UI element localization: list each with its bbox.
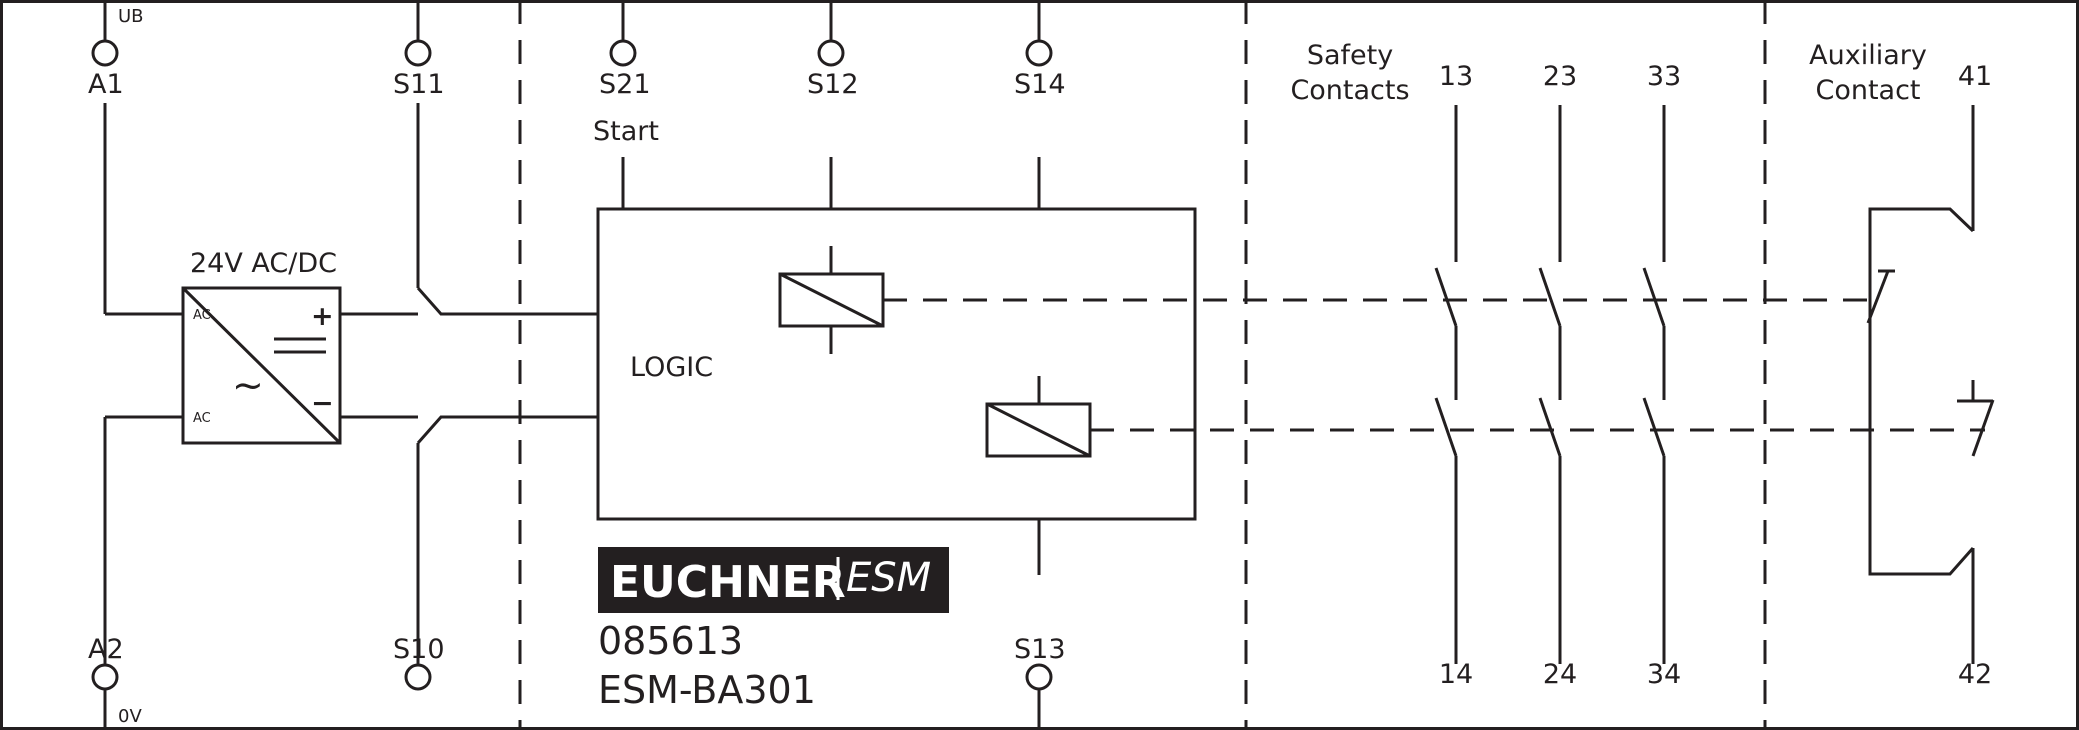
label-a1: A1 [88, 69, 124, 100]
safety-top-23: 23 [1543, 61, 1577, 92]
terminal-s14 [1025, 0, 1053, 67]
safety-top-33: 33 [1647, 61, 1681, 92]
safety-heading-2: Contacts [1290, 75, 1409, 106]
logic-block [596, 207, 1197, 521]
terminal-s21 [609, 0, 637, 67]
label-ub: UB [118, 6, 144, 27]
label-start: Start [593, 116, 659, 147]
safety-bottom-34: 34 [1647, 659, 1681, 690]
label-0v: 0V [118, 706, 142, 727]
crossing-lower [416, 415, 598, 444]
label-s13: S13 [1014, 634, 1066, 665]
aux-heading-1: Auxiliary [1809, 40, 1927, 71]
label-s14: S14 [1014, 69, 1066, 100]
power-supply-plus: + [311, 301, 334, 332]
safety-contact-23-24 [1538, 105, 1562, 664]
aux-heading-2: Contact [1815, 75, 1920, 106]
power-supply [181, 286, 342, 445]
power-supply-minus: − [311, 388, 334, 419]
brand-series: ESM [846, 555, 931, 601]
safety-contact-33-34 [1642, 105, 1666, 664]
power-supply-ac-top: AC [193, 308, 211, 323]
relay-coil-1 [778, 246, 885, 354]
brand-logo [598, 547, 949, 613]
label-s21: S21 [599, 69, 651, 100]
auxiliary-contact-41-42 [1866, 105, 1995, 664]
terminal-a2 [91, 663, 119, 730]
safety-heading-1: Safety [1307, 40, 1393, 71]
power-supply-voltage: 24V AC/DC [190, 248, 337, 279]
label-s11: S11 [393, 69, 445, 100]
terminal-s10 [404, 663, 432, 691]
crossing-upper [416, 287, 598, 316]
part-number: 085613 [598, 619, 743, 663]
terminal-s12 [817, 0, 845, 67]
aux-top-41: 41 [1958, 61, 1992, 92]
terminal-s13 [1025, 663, 1053, 730]
power-supply-ac-bottom: AC [193, 411, 211, 426]
terminal-s11 [404, 0, 432, 67]
label-s12: S12 [807, 69, 859, 100]
aux-bottom-42: 42 [1958, 659, 1992, 690]
model-name: ESM-BA301 [598, 668, 816, 712]
safety-top-13: 13 [1439, 61, 1473, 92]
terminal-a1 [91, 0, 119, 67]
relay-coil-2 [985, 376, 1092, 575]
brand-name: EUCHNER [610, 557, 846, 608]
logic-label: LOGIC [630, 352, 713, 383]
power-supply-tilde: ~ [232, 363, 264, 407]
safety-bottom-14: 14 [1439, 659, 1473, 690]
safety-contact-13-14 [1434, 105, 1458, 664]
safety-bottom-24: 24 [1543, 659, 1577, 690]
